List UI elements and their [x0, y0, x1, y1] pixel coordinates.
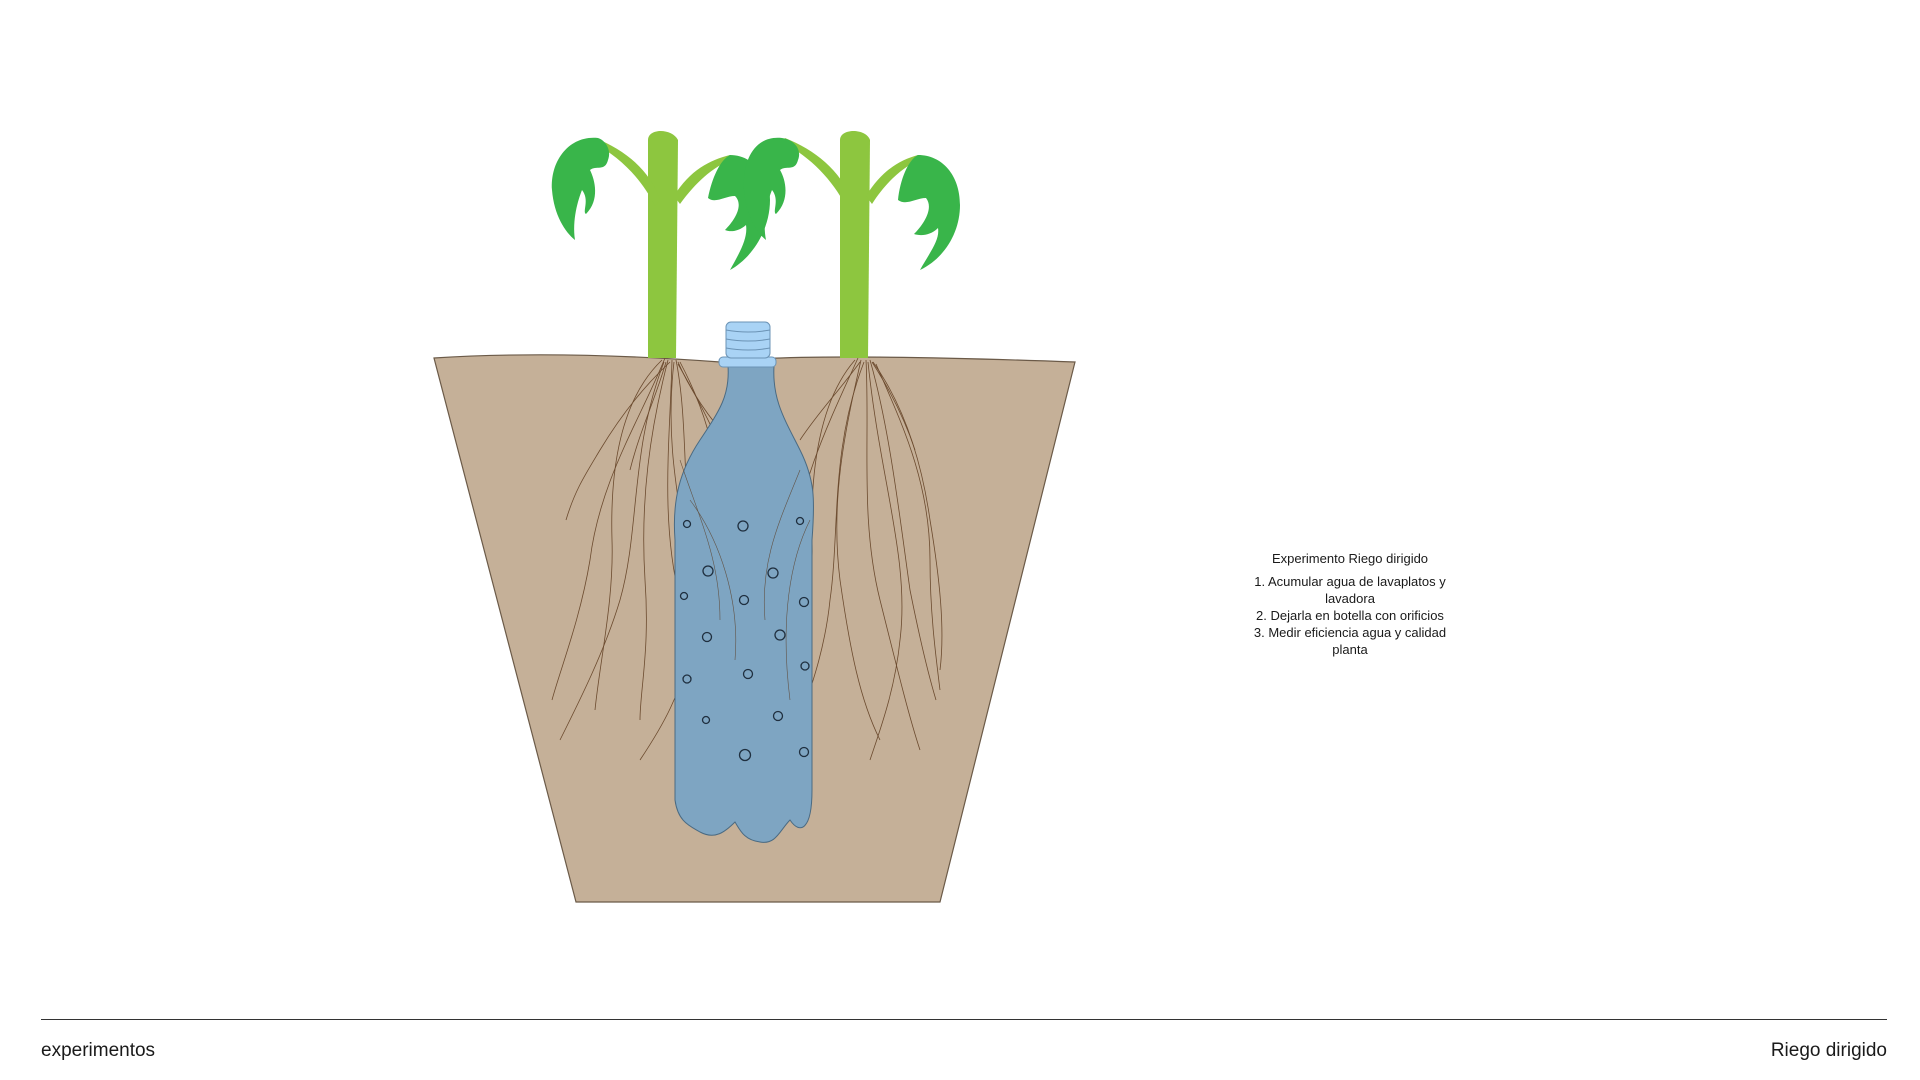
right-stem [840, 131, 870, 358]
experiment-step: 3. Medir eficiencia agua y calidad plant… [1253, 625, 1447, 657]
left-petiole-right [674, 155, 732, 204]
experiment-steps: 1. Acumular agua de lavaplatos y lavador… [1200, 573, 1500, 658]
right-petiole-right [866, 155, 920, 204]
experiment-step: 2. Dejarla en botella con orificios [1256, 608, 1444, 623]
footer-divider [41, 1019, 1887, 1020]
bottle-holes [679, 516, 810, 762]
left-leaf-left [551, 137, 610, 240]
experiment-title: Experimento Riego dirigido [1271, 551, 1429, 566]
experiment-info: Experimento Riego dirigido 1. Acumular a… [1200, 550, 1500, 658]
bottle-icon [673, 321, 815, 843]
right-leaf-right [898, 155, 960, 270]
roots-over-bottle [679, 459, 811, 701]
right-leaf-left [743, 137, 800, 240]
footer-section-label: experimentos [41, 1040, 156, 1061]
plant-icon-right [743, 131, 960, 358]
experiment-step: 1. Acumular agua de lavaplatos y lavador… [1254, 574, 1446, 606]
left-stem [648, 131, 678, 358]
footer-page-title: Riego dirigido [1770, 1040, 1887, 1061]
